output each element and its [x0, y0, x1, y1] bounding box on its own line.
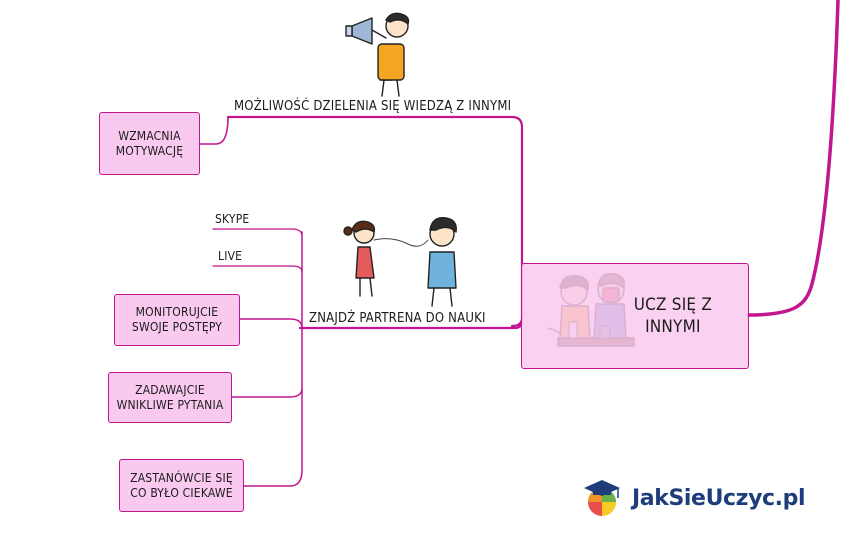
- ask-line: [231, 387, 303, 398]
- box-line: MONITORUJCIE: [135, 305, 219, 319]
- branch-top-label: MOŻLIWOŚĆ DZIELENIA SIĘ WIEDZĄ Z INNYMI: [234, 99, 512, 114]
- box-line: ZASTANÓWCIE SIĘ: [130, 470, 233, 485]
- leaf-live-label[interactable]: LIVE: [218, 249, 243, 263]
- branch-mid-label: ZNAJDŹ PARTRENA DO NAUKI: [309, 311, 486, 326]
- box-line: ZADAWAJCIE: [135, 382, 205, 397]
- top-branch-line: [226, 115, 524, 328]
- central-line: UCZ SIĘ Z: [633, 295, 712, 315]
- brand-logo[interactable]: JakSieUczyc.pl: [578, 474, 806, 522]
- box-line: WNIKLIWE PYTANIA: [116, 397, 224, 412]
- leaf-spine: [243, 231, 303, 487]
- skype-line: [212, 228, 303, 237]
- central-line: INNYMI: [645, 317, 701, 337]
- top-child-line: [199, 116, 229, 145]
- box-line: SWOJE POSTĘPY: [131, 320, 223, 334]
- leaf-skype-label[interactable]: SKYPE: [215, 212, 250, 226]
- box-line: MOTYWACJĘ: [115, 143, 184, 158]
- brand-name: JakSieUczyc.pl: [632, 485, 806, 511]
- brand-logo-icon: [584, 480, 620, 516]
- monitor-line: [239, 318, 303, 329]
- main-branch-line: [746, 0, 840, 317]
- phone-partners-illustration: [343, 217, 457, 307]
- box-line: CO BYŁO CIEKAWE: [130, 485, 233, 500]
- live-line: [212, 265, 303, 273]
- box-line: WZMACNIA: [118, 128, 181, 143]
- megaphone-person-illustration: [345, 12, 410, 97]
